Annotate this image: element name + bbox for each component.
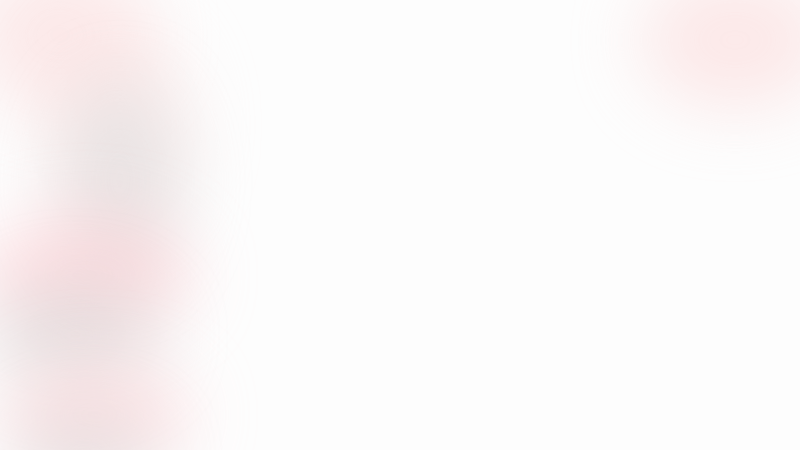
code-token-keyword: in range	[46, 43, 110, 58]
code-indent	[0, 73, 31, 88]
background-blur-blob	[0, 360, 190, 450]
code-line	[0, 223, 800, 238]
code-token-plain: cud.executable =	[31, 103, 165, 118]
code-indent	[0, 103, 31, 118]
code-token-keyword: for	[0, 43, 24, 58]
code-line: for i in range(0,42):	[0, 43, 800, 58]
code-listing: # Number of units to run.cuds = []for i …	[0, 13, 800, 268]
code-figure-panel: # Number of units to run.cuds = []for i …	[0, 13, 800, 268]
code-token-comment: # create a new CU description,	[31, 58, 267, 73]
code-token-plain: i	[23, 43, 47, 58]
code-token-comment: # Submit units.	[0, 148, 118, 163]
code-line: umgr.wait_units()	[0, 208, 800, 223]
code-token-plain: cuds.append(cud)	[31, 118, 157, 133]
code-token-plain: session.close()	[0, 253, 118, 268]
code-line: cud = rp.ComputeUnitDescription()	[0, 88, 800, 103]
code-token-plain: cuds = []	[0, 28, 71, 43]
code-line: session.close()	[0, 253, 800, 268]
code-line: # create a new CU description,	[0, 58, 800, 73]
code-token-plain: umgr.wait_units()	[0, 208, 134, 223]
code-token-plain: umgr.submit_units(cuds)	[0, 163, 181, 178]
background-blur-blob	[10, 410, 160, 450]
code-token-comment: # Tear down pilots and managers.	[0, 238, 251, 253]
code-line	[0, 178, 800, 193]
code-line: cud.executable = '/bin/date'	[0, 103, 800, 118]
code-indent	[0, 118, 31, 133]
code-token-string: '/bin/date'	[164, 103, 251, 118]
code-line: # and fill it.	[0, 73, 800, 88]
code-token-plain: cud = rp.ComputeUnitDescription()	[31, 88, 290, 103]
code-token-comment: # and fill it.	[31, 73, 141, 88]
code-line: umgr.submit_units(cuds)	[0, 163, 800, 178]
background-blur-blob	[0, 280, 160, 390]
code-line: # Tear down pilots and managers.	[0, 238, 800, 253]
code-line: # Number of units to run.	[0, 13, 800, 28]
code-line: cuds = []	[0, 28, 800, 43]
code-line	[0, 133, 800, 148]
code-indent	[0, 58, 31, 73]
code-token-comment: # Wait for the completion of units.	[0, 193, 274, 208]
code-line: # Wait for the completion of units.	[0, 193, 800, 208]
code-indent	[0, 88, 31, 103]
code-token-plain: (0,42):	[109, 43, 165, 58]
code-line: # Submit units.	[0, 148, 800, 163]
code-line: cuds.append(cud)	[0, 118, 800, 133]
code-token-comment: # Number of units to run.	[0, 13, 196, 28]
